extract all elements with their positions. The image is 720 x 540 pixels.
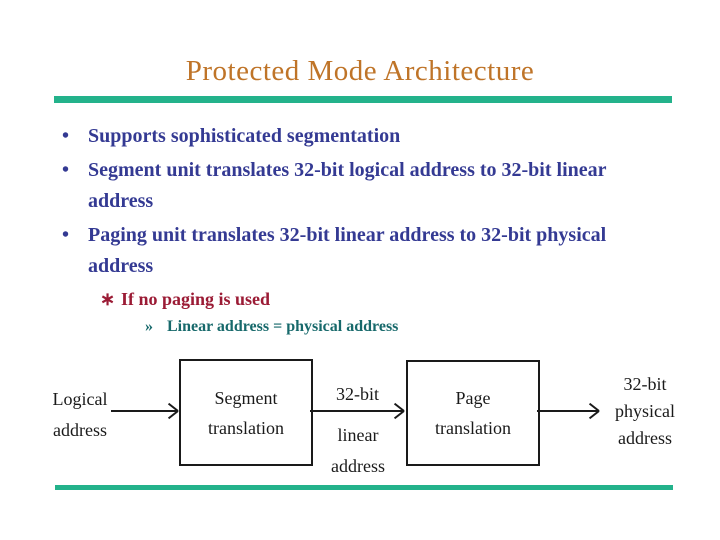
bullet-item: • Supports sophisticated segmentation <box>62 121 662 152</box>
diagram-label-line: address <box>53 420 107 440</box>
diagram-box-page-translation: Page translation <box>406 360 540 466</box>
diagram-box-line: Segment <box>214 387 278 408</box>
sub-bullet-item: ∗ If no paging is used <box>100 286 662 312</box>
bullet-dot-icon: • <box>62 125 70 147</box>
divider-bar-bottom <box>55 485 673 490</box>
diagram-box-line: Page <box>455 388 491 408</box>
sub-bullet-text: If no paging is used <box>121 289 271 309</box>
bullet-text: Segment unit translates 32-bit logical a… <box>88 159 607 212</box>
arrow-right-icon <box>111 410 178 412</box>
diagram-label-line: physical <box>615 401 675 421</box>
bullet-dot-icon: • <box>62 159 70 181</box>
diagram-label-physical-address: 32-bit physical address <box>605 371 685 452</box>
bullet-text: Paging unit translates 32-bit linear add… <box>88 224 607 277</box>
diagram-label-line: linear <box>337 425 379 445</box>
bullet-item: • Paging unit translates 32-bit linear a… <box>62 220 662 282</box>
bullet-list: • Supports sophisticated segmentation • … <box>62 121 662 339</box>
slide-title: Protected Mode Architecture <box>185 55 535 87</box>
diagram-label-line: 32-bit <box>623 374 667 394</box>
diagram-box-line: translation <box>208 417 284 438</box>
asterisk-marker-icon: ∗ <box>100 289 116 309</box>
diagram-label-line: address <box>618 428 672 448</box>
bullet-dot-icon: • <box>62 224 70 246</box>
guillemet-marker-icon: » <box>145 318 153 335</box>
diagram-label-line: address <box>331 456 385 476</box>
sub-sub-bullet-item: » Linear address = physical address <box>145 315 662 339</box>
divider-bar-top <box>54 96 672 103</box>
diagram-label-linear-address: linear address <box>318 420 398 482</box>
bullet-text: Supports sophisticated segmentation <box>88 125 401 147</box>
arrow-right-icon <box>310 410 404 412</box>
diagram-box-line: translation <box>435 418 511 438</box>
diagram-label-logical-address: Logical address <box>40 384 120 446</box>
diagram-box-segment-translation: Segment translation <box>179 359 313 466</box>
diagram-label-line: Logical <box>52 389 108 409</box>
arrow-right-icon <box>537 410 599 412</box>
diagram-label-32bit: 32-bit <box>336 384 379 404</box>
sub-sub-bullet-text: Linear address = physical address <box>167 318 399 335</box>
bullet-item: • Segment unit translates 32-bit logical… <box>62 155 662 217</box>
